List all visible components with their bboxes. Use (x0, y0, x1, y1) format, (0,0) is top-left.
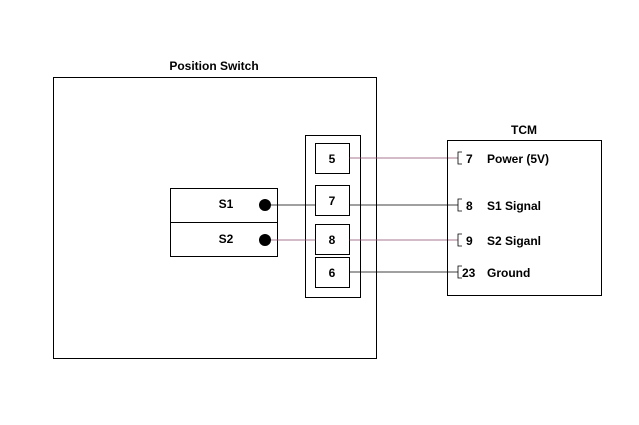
connector-pin-7 (315, 185, 350, 216)
tcm-pin-8-label: S1 Signal (487, 199, 541, 213)
tcm-title: TCM (511, 123, 537, 137)
connector-pin-8 (315, 224, 350, 255)
position-switch-body (53, 77, 377, 359)
tcm-pin-7-bracket (457, 151, 462, 165)
tcm-pin-8-number: 8 (466, 199, 473, 213)
connector-pin-5-label: 5 (329, 152, 336, 166)
tcm-pin-8-bracket (457, 198, 462, 212)
connector-pin-6-label: 6 (329, 266, 336, 280)
tcm-pin-7-number: 7 (466, 152, 473, 166)
connector-pin-6 (315, 257, 350, 288)
switch-s2-contact (259, 234, 271, 246)
connector-pin-5 (315, 143, 350, 174)
tcm-pin-9-number: 9 (466, 234, 473, 248)
tcm-pin-9-label: S2 Siganl (487, 234, 541, 248)
tcm-pin-7-label: Power (5V) (487, 152, 549, 166)
connector-pin-8-label: 8 (329, 233, 336, 247)
tcm-body (447, 140, 602, 296)
tcm-pin-23-bracket (457, 265, 462, 279)
switch-s1-contact (259, 199, 271, 211)
connector-pin-7-label: 7 (329, 194, 336, 208)
switch-s2-box (170, 222, 278, 257)
position-switch-title: Position Switch (169, 59, 258, 73)
tcm-pin-23-label: Ground (487, 266, 530, 280)
tcm-pin-23-number: 23 (462, 266, 476, 280)
switch-s1-label: S1 (219, 197, 234, 211)
switch-s2-label: S2 (219, 232, 234, 246)
tcm-pin-9-bracket (457, 233, 462, 247)
connector-housing (305, 135, 361, 298)
